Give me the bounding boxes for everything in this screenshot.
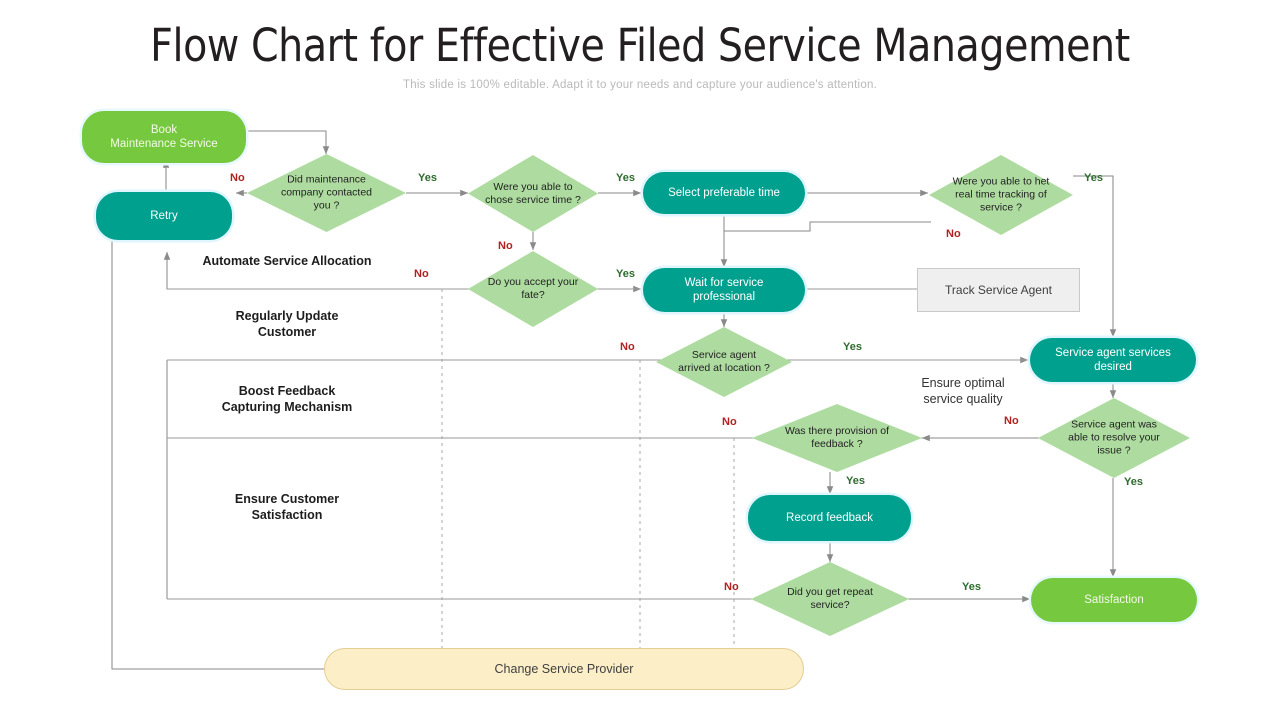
- edge-label-yes-resolve-issue: Yes: [1124, 476, 1143, 488]
- edge-label-yes-chose-time: Yes: [616, 172, 635, 184]
- edge-label-yes-contacted: Yes: [418, 172, 437, 184]
- node-change-service-provider[interactable]: Change Service Provider: [324, 648, 804, 690]
- lane-label-text: Automate Service Allocation: [202, 254, 372, 268]
- node-track-service-agent[interactable]: Track Service Agent: [917, 268, 1080, 312]
- edge-label-no-tracking: No: [946, 228, 961, 240]
- node-label: Track Service Agent: [945, 282, 1052, 297]
- node-label: Select preferable time: [668, 187, 780, 199]
- page-subtitle: This slide is 100% editable. Adapt it to…: [402, 79, 878, 91]
- edge-label-no-contacted: No: [230, 172, 245, 184]
- node-label: Retry: [150, 210, 178, 222]
- edge-label-no-resolve-issue: No: [1004, 415, 1019, 427]
- page-title: Flow Chart for Effective Filed Service M…: [150, 19, 1130, 72]
- edge-label-no-agent-arrived: No: [620, 341, 635, 353]
- lane-label-automate-service-allocation: Automate Service Allocation: [176, 253, 398, 269]
- node-label: Record feedback: [786, 512, 873, 524]
- slide-header: Flow Chart for Effective Filed Service M…: [0, 0, 1280, 93]
- edge-label-yes-agent-arrived: Yes: [843, 341, 862, 353]
- edge-label-yes-provision-feedback: Yes: [846, 475, 865, 487]
- edge-label-yes-repeat-service: Yes: [962, 581, 981, 593]
- edge-label-no-repeat-service: No: [724, 581, 739, 593]
- node-retry[interactable]: Retry: [96, 192, 232, 240]
- node-label: Change Service Provider: [494, 661, 634, 676]
- edge-label-no-chose-time: No: [498, 240, 513, 252]
- node-satisfaction[interactable]: Satisfaction: [1031, 578, 1197, 622]
- edge-label-no-provision-feedback: No: [722, 416, 737, 428]
- edge-label-yes-tracking: Yes: [1084, 172, 1103, 184]
- edge-label-no-accept-fate: No: [414, 268, 429, 280]
- node-select-preferable-time[interactable]: Select preferable time: [643, 172, 805, 214]
- node-record-feedback[interactable]: Record feedback: [748, 495, 911, 541]
- node-label: Satisfaction: [1084, 594, 1144, 606]
- edge-label-yes-accept-fate: Yes: [616, 268, 635, 280]
